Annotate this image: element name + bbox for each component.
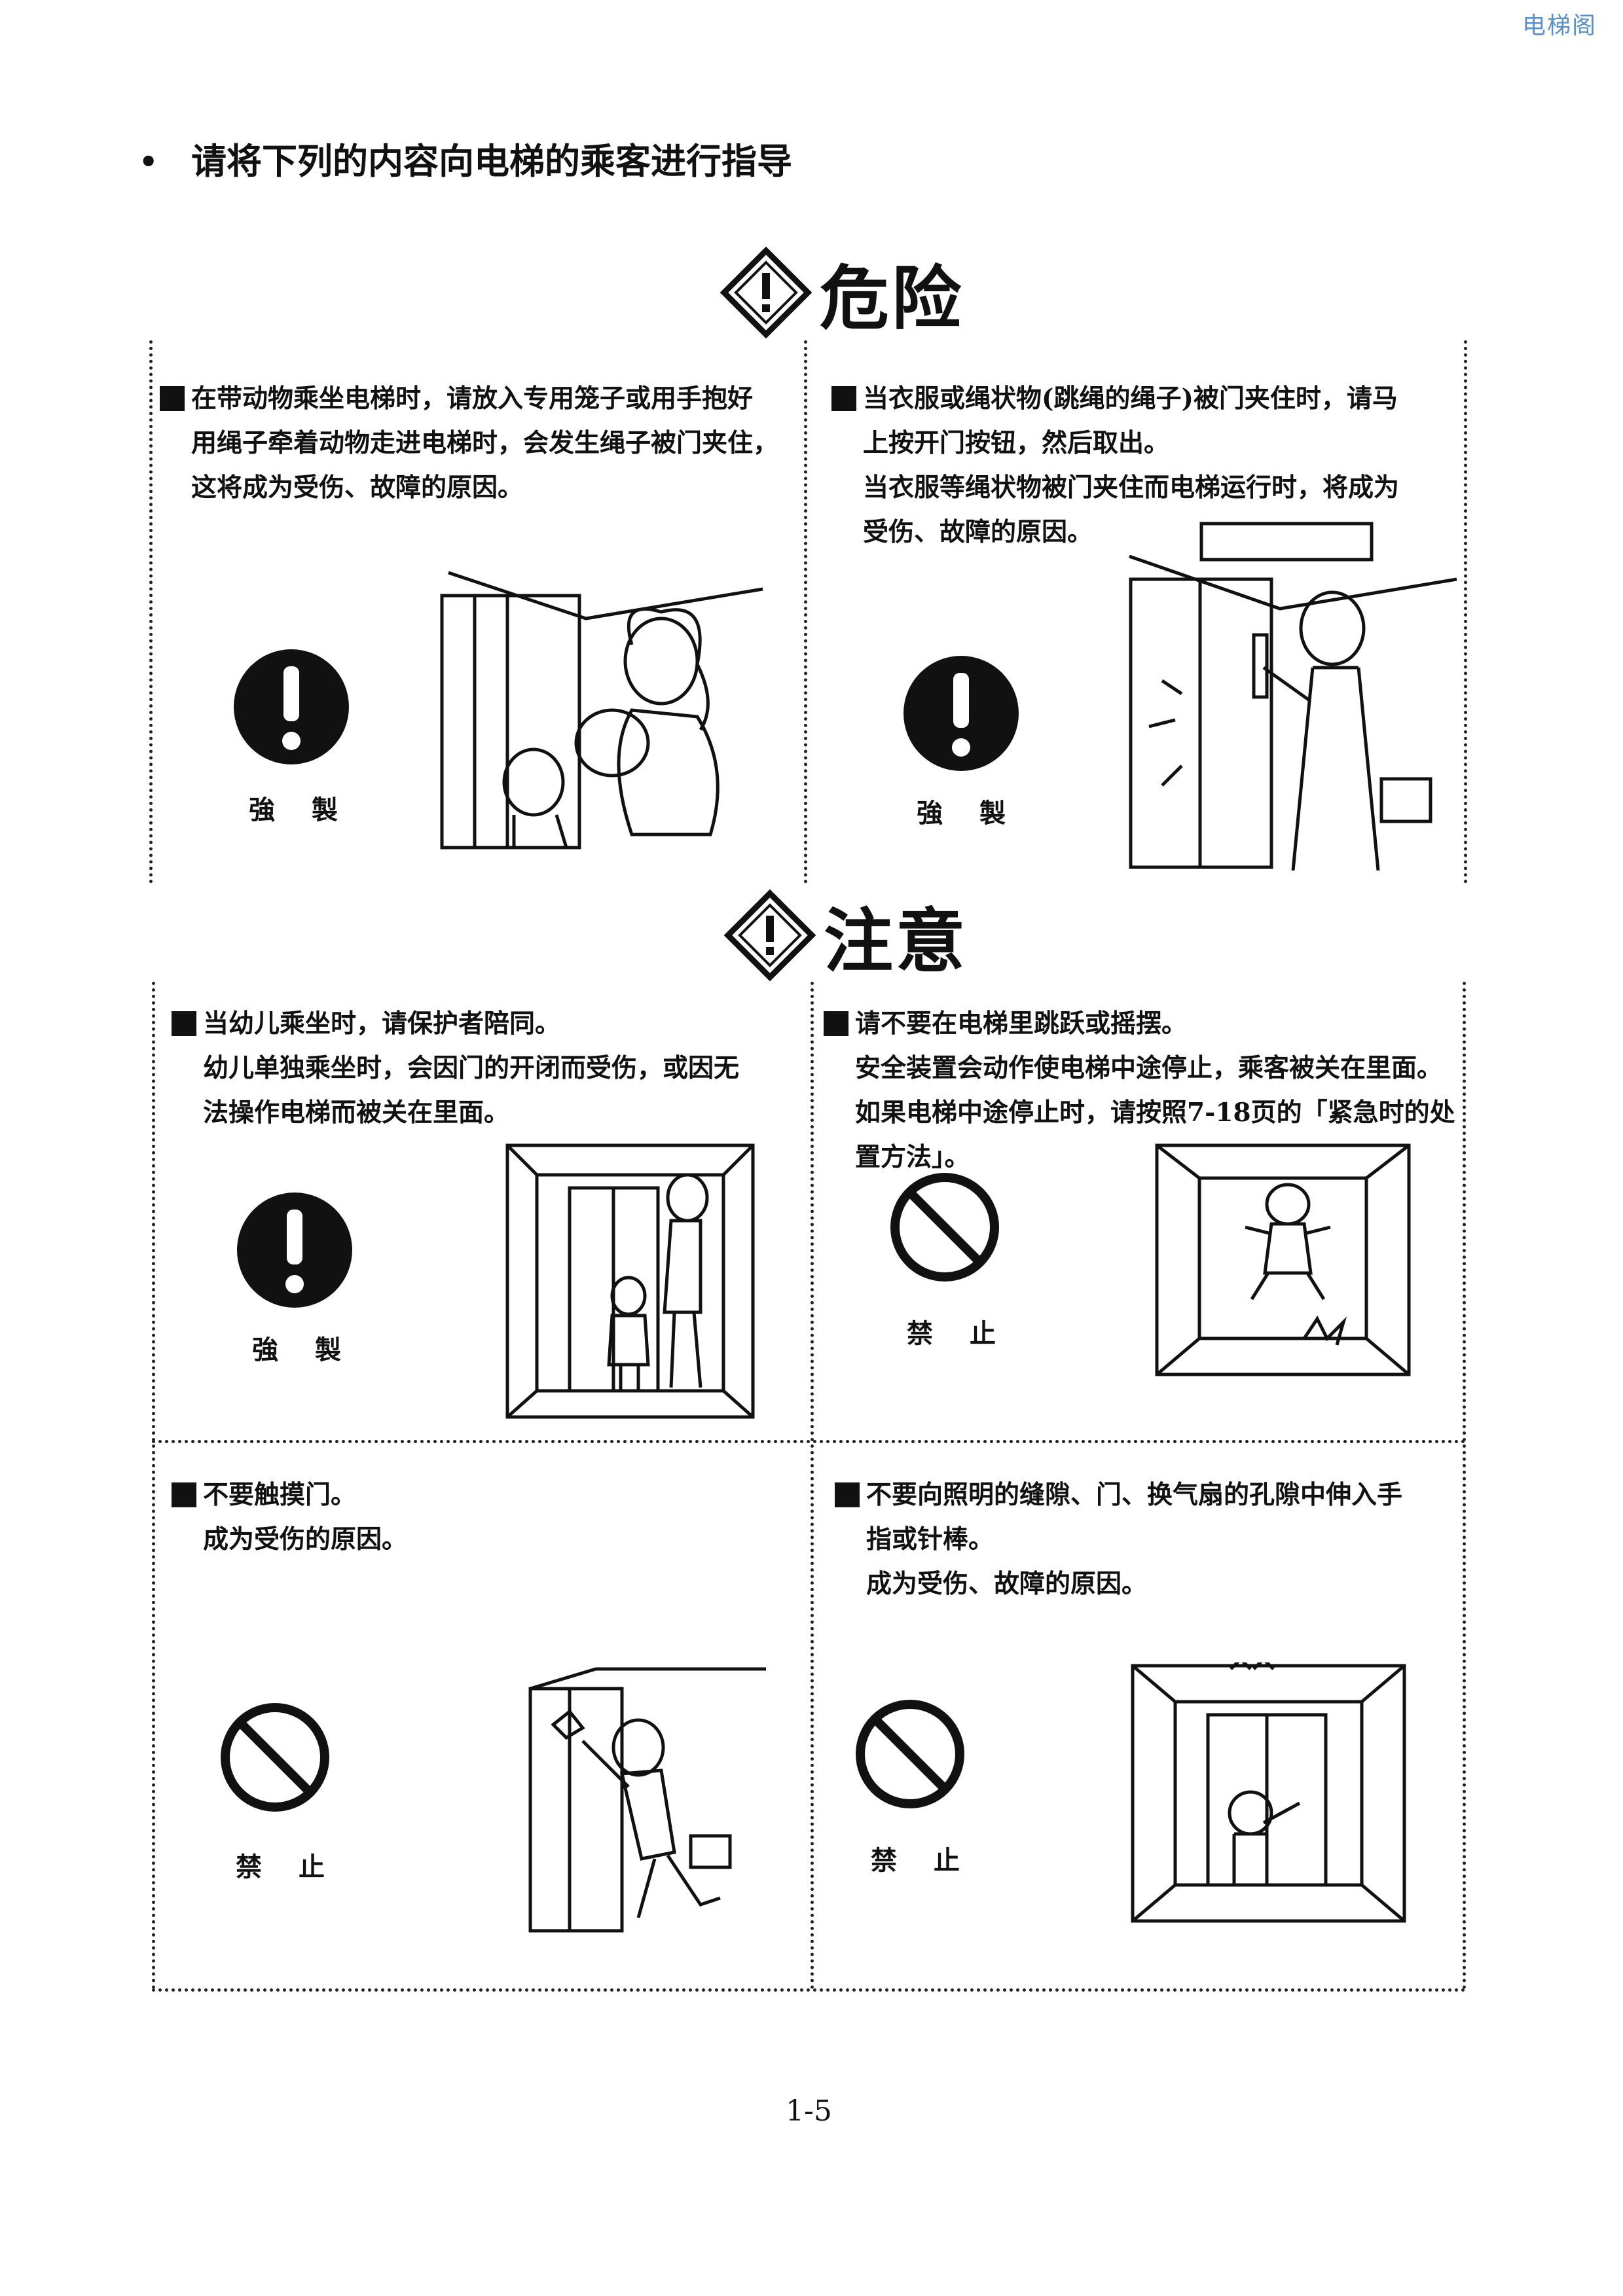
mandatory-exclamation-icon: [234, 649, 349, 764]
page-number: 1-5: [786, 2094, 832, 2128]
illustration-hand-caught-in-door: [528, 1667, 766, 1933]
caution-panel-3-text: 不要触摸门。 成为受伤的原因。: [172, 1473, 800, 1562]
bullet-square-icon: [831, 386, 856, 411]
text-line: 请不要在电梯里跳跃或摇摆。: [855, 1009, 1188, 1039]
warning-diamond-exclamation-icon: [724, 889, 816, 981]
bullet-square-icon: [172, 1482, 196, 1507]
text-line: 置方法」。: [855, 1142, 970, 1172]
caution-frame-divider: [152, 1440, 1466, 1443]
caution-frame-bottom: [152, 1988, 1466, 1992]
heading-bullet: •: [139, 144, 158, 179]
text-line: 不要触摸门。: [203, 1480, 357, 1510]
text-line: 当幼儿乘坐时，请保护者陪同。: [203, 1009, 561, 1039]
prohibited-icon: [221, 1703, 329, 1812]
mandatory-label: 強製: [252, 1335, 378, 1365]
illustration-child-with-guardian: [505, 1143, 755, 1419]
warning-diamond-exclamation-icon: [720, 247, 812, 338]
text-line: 指或针棒。: [866, 1524, 994, 1554]
danger-frame-left: [149, 340, 153, 884]
mandatory-exclamation-icon: [903, 656, 1019, 771]
caution-frame-middle: [811, 982, 814, 1990]
danger-section-title: 危险: [720, 242, 964, 343]
text-line: 法操作电梯而被关在里面。: [203, 1098, 510, 1128]
caution-panel-1-text: 当幼儿乘坐时，请保护者陪同。 幼儿单独乘坐时，会因门的开闭而受伤，或因无 法操作…: [172, 1001, 800, 1135]
text-line: 不要向照明的缝隙、门、换气扇的孔隙中伸入手: [866, 1480, 1403, 1510]
mandatory-exclamation-icon: [237, 1193, 352, 1308]
illustration-clothes-caught-in-door: [1129, 522, 1457, 871]
caution-frame-left: [152, 982, 155, 1990]
text-line: 这将成为受伤、故障的原因。: [191, 473, 524, 503]
prohibited-icon: [856, 1700, 964, 1808]
caution-title: 注意: [824, 900, 968, 982]
mandatory-label: 強製: [917, 798, 1042, 829]
text-line: 当衣服或绳状物(跳绳的绳子)被门夹住时，请马: [863, 384, 1398, 414]
text-line: 成为受伤的原因。: [203, 1524, 408, 1554]
text-line: 成为受伤、故障的原因。: [866, 1569, 1148, 1599]
prohibited-label: 禁止: [907, 1318, 1032, 1349]
danger-frame-middle: [804, 340, 807, 884]
text-line: 当衣服等绳状物被门夹住而电梯运行时，将成为: [863, 473, 1400, 503]
text-line: 幼儿单独乘坐时，会因门的开闭而受伤，或因无: [203, 1053, 740, 1083]
bullet-square-icon: [824, 1011, 848, 1036]
prohibited-icon: [890, 1173, 999, 1282]
illustration-pet-in-elevator: [440, 571, 763, 850]
danger-title: 危险: [820, 257, 964, 339]
prohibited-label: 禁止: [871, 1845, 996, 1876]
bullet-square-icon: [835, 1482, 860, 1507]
caution-panel-2-text: 请不要在电梯里跳跃或摇摆。 安全装置会动作使电梯中途停止，乘客被关在里面。 如果…: [824, 1001, 1459, 1179]
site-watermark: 电梯阁: [1522, 12, 1597, 39]
bullet-square-icon: [172, 1011, 196, 1036]
text-line: 在带动物乘坐电梯时，请放入专用笼子或用手抱好: [191, 384, 754, 414]
illustration-finger-in-gap: [1131, 1662, 1406, 1923]
caution-panel-4-text: 不要向照明的缝隙、门、换气扇的孔隙中伸入手 指或针棒。 成为受伤、故障的原因。: [835, 1473, 1460, 1606]
bullet-square-icon: [160, 386, 185, 411]
prohibited-label: 禁止: [236, 1852, 361, 1882]
page-heading: 请将下列的内容向电梯的乘客进行指导: [191, 141, 792, 182]
text-line: 用绳子牵着动物走进电梯时，会发生绳子被门夹住，: [191, 428, 779, 458]
caution-section-title: 注意: [724, 885, 968, 986]
caution-frame-right: [1463, 982, 1466, 1990]
danger-frame-right: [1464, 340, 1467, 884]
illustration-child-jumping: [1155, 1143, 1411, 1376]
mandatory-label: 強製: [249, 795, 374, 825]
danger-panel-2-text: 当衣服或绳状物(跳绳的绳子)被门夹住时，请马 上按开门按钮，然后取出。 当衣服等…: [831, 376, 1460, 554]
text-line: 上按开门按钮，然后取出。: [863, 428, 1170, 458]
text-line: 如果电梯中途停止时，请按照7-18页的「紧急时的处: [855, 1098, 1455, 1128]
text-line: 受伤、故障的原因。: [863, 517, 1093, 547]
text-line: 安全装置会动作使电梯中途停止，乘客被关在里面。: [855, 1053, 1443, 1083]
danger-panel-1-text: 在带动物乘坐电梯时，请放入专用笼子或用手抱好 用绳子牵着动物走进电梯时，会发生绳…: [160, 376, 795, 510]
